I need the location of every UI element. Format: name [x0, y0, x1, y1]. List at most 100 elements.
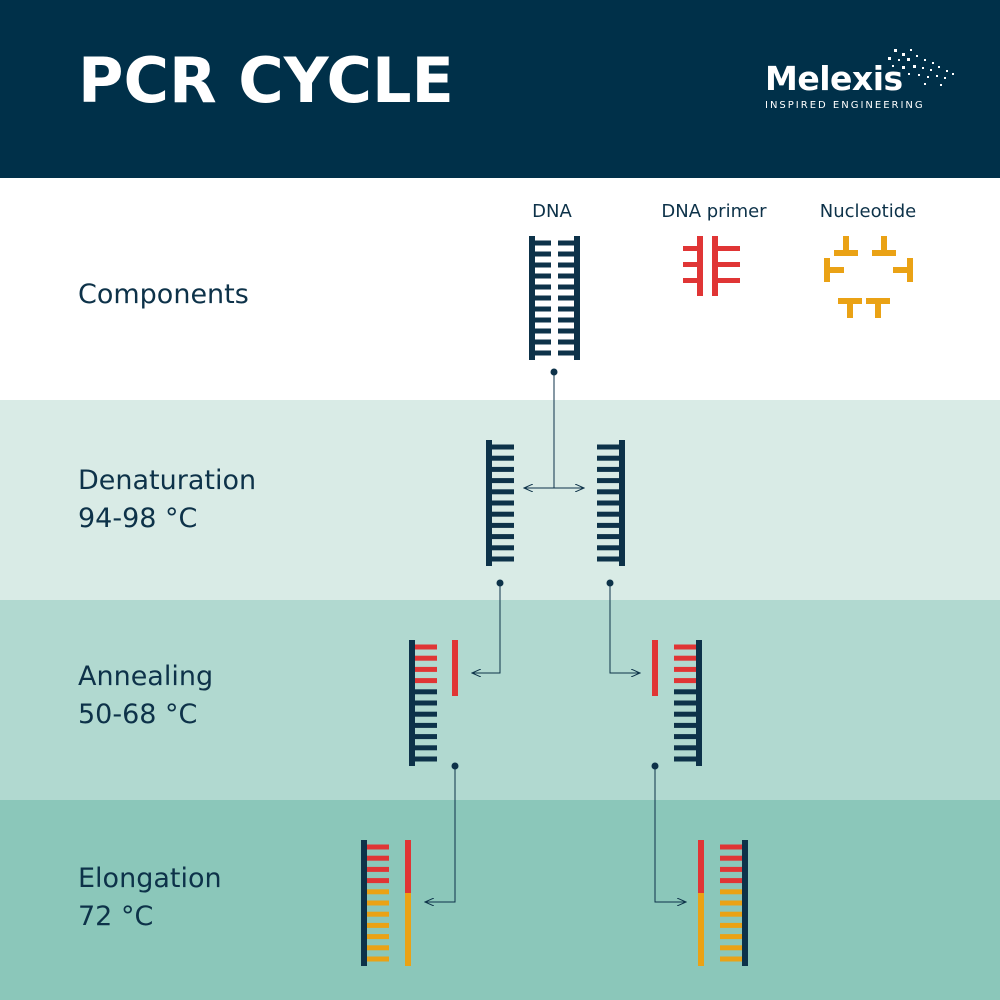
denatured-strand-right-rung [597, 534, 619, 540]
dna-strand-left-rung [535, 284, 551, 290]
dna-strand-left-rung [535, 350, 551, 356]
dna-strand-right-rung [558, 273, 574, 279]
annealing-strand-left-rung [415, 700, 437, 706]
primer-rung-right [718, 278, 740, 283]
annealing-strand-left-rung [415, 745, 437, 751]
denatured-strand-left-rung [492, 522, 514, 528]
page-title: PCR CYCLE [78, 44, 454, 117]
primer-backbone-left [697, 236, 703, 296]
annealing-strand-right-rung [674, 700, 696, 706]
elongation-strand-right-rung [720, 878, 742, 884]
elongation-strand-left-rung [367, 922, 389, 928]
denatured-strand-right-rung [597, 489, 619, 495]
primer-backbone-right [712, 236, 718, 296]
brand-name: Melexis [765, 59, 903, 98]
dna-strand-left-rung [535, 339, 551, 345]
elongation-strand-right-rung [720, 900, 742, 906]
denatured-strand-left-rung [492, 534, 514, 540]
primer-rung-left [683, 262, 697, 267]
nucleotide-icon [875, 298, 881, 318]
denatured-strand-right-rung [597, 500, 619, 506]
dna-strand-right-rung [558, 284, 574, 290]
annealing-strand-left-rung [415, 644, 437, 650]
primer-rung-left [683, 278, 697, 283]
stage-label-elongation: Elongation 72 °C [78, 863, 222, 932]
dna-strand-right-rung [558, 328, 574, 334]
logo-dots-icon [888, 49, 954, 86]
elongation-strand-left-rung [367, 900, 389, 906]
elongation-strand-left-rung [367, 911, 389, 917]
dna-strand-right-rung [558, 240, 574, 246]
denatured-strand-right-backbone [619, 440, 625, 566]
denatured-strand-left-rung [492, 444, 514, 450]
dna-strand-right-rung [558, 262, 574, 268]
primer-rung-right [718, 246, 740, 251]
elongation-strand-left-rung [367, 934, 389, 940]
annealing-strand-left-rung [415, 666, 437, 672]
elongation-arrow-left [425, 766, 456, 902]
denatured-strand-left-rung [492, 455, 514, 461]
annealing-strand-right-rung [674, 722, 696, 728]
elongation-band [0, 800, 1000, 1000]
denatured-strand-right-rung [597, 511, 619, 517]
elongation-strand-right-rung [720, 844, 742, 850]
dna-strand-right-rung [558, 295, 574, 301]
elongation-strand-right-rung [720, 945, 742, 951]
elongation-strand-right-backbone [742, 840, 748, 966]
denatured-strand-left-rung [492, 556, 514, 562]
annealing-strand-right-rung [674, 644, 696, 650]
denatured-strand-left-rung [492, 478, 514, 484]
annealing-strand-right-rung [674, 711, 696, 717]
nucleotide-icon [843, 236, 849, 256]
annealing-strand-left-rung [415, 655, 437, 661]
nucleotide-icon [824, 267, 844, 273]
dna-strand-right-rung [558, 251, 574, 257]
denatured-strand-right-rung [597, 545, 619, 551]
denatured-strand-left-rung [492, 545, 514, 551]
nucleotide-icon [881, 236, 887, 256]
elongation-strand-left-rung [367, 844, 389, 850]
brand-logo: Melexis INSPIRED ENGINEERING [765, 62, 925, 111]
denatured-strand-right-rung [597, 522, 619, 528]
annealing-arrow-right [609, 583, 640, 673]
elongation-strand-left-rung [367, 889, 389, 895]
denatured-strand-left-rung [492, 500, 514, 506]
dna-strand-left-rung [535, 306, 551, 312]
denatured-strand-right-rung [597, 444, 619, 450]
elongation-strand-left-rung [367, 855, 389, 861]
nucleotide-icon [893, 267, 913, 273]
denatured-strand-left-rung [492, 489, 514, 495]
elongation-strand-right-rung [720, 911, 742, 917]
dna-strand-left-rung [535, 262, 551, 268]
annealing-strand-right-rung [674, 756, 696, 762]
legend-label-dna: DNA [532, 201, 572, 222]
elongation-nucleotide-right [698, 893, 704, 966]
elongation-strand-right-rung [720, 934, 742, 940]
annealing-strand-right-rung [674, 678, 696, 684]
annealing-arrow-left [472, 583, 501, 673]
annealing-primer-right [652, 640, 658, 696]
elongation-strand-right-rung [720, 922, 742, 928]
elongation-primer-left [405, 840, 411, 896]
elongation-strand-left-backbone [361, 840, 367, 966]
dna-strand-left-rung [535, 317, 551, 323]
stage-label-components: Components [78, 279, 249, 310]
dna-strand-left-rung [535, 251, 551, 257]
legend-label-dna-primer: DNA primer [661, 201, 767, 222]
dna-strand-left-backbone [529, 236, 535, 360]
dna-strand-left-rung [535, 295, 551, 301]
dna-strand-right-rung [558, 317, 574, 323]
denatured-strand-right-rung [597, 478, 619, 484]
annealing-strand-left-backbone [409, 640, 415, 766]
elongation-nucleotide-left [405, 893, 411, 966]
elongation-strand-right-rung [720, 956, 742, 962]
annealing-strand-left-rung [415, 722, 437, 728]
nucleotide-icon [847, 298, 853, 318]
denatured-strand-right-rung [597, 455, 619, 461]
elongation-arrow-right [654, 766, 686, 902]
elongation-strand-right-rung [720, 855, 742, 861]
annealing-strand-right-rung [674, 655, 696, 661]
dna-strand-left-rung [535, 240, 551, 246]
elongation-strand-left-rung [367, 866, 389, 872]
